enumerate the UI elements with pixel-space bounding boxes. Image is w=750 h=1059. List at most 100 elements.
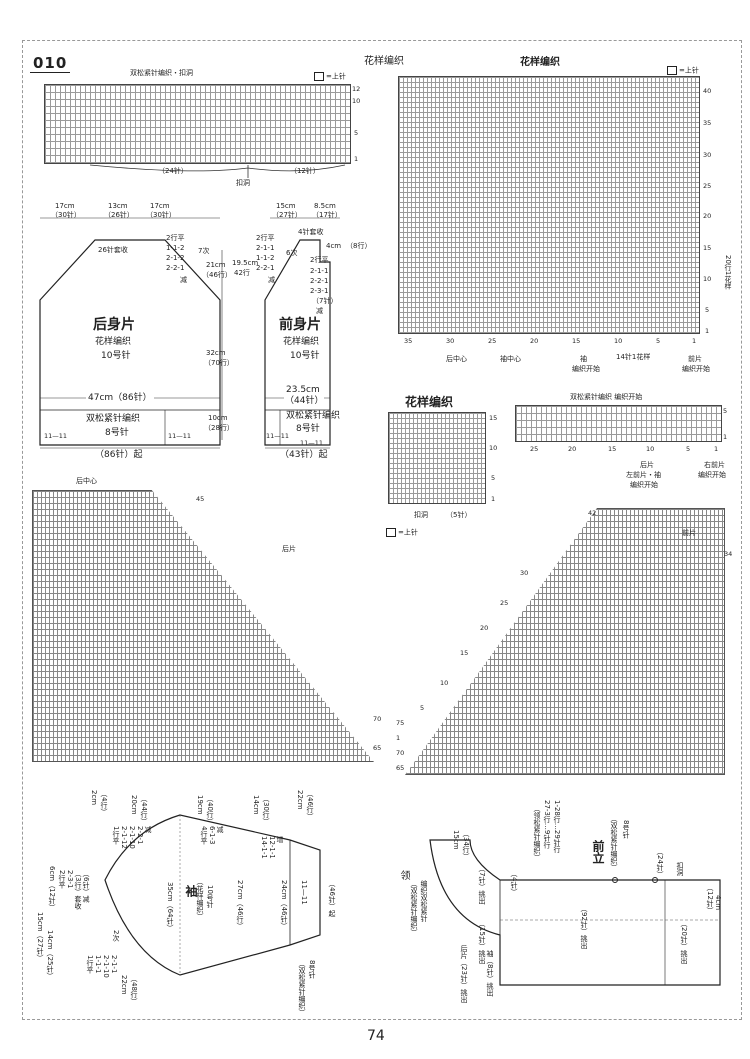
back-armhole2-cm: 19.5cm: [232, 259, 259, 267]
sleeve-rows-left-4: 2-2-1: [136, 826, 144, 845]
main-chart-col-25: 25: [488, 337, 497, 345]
rib-chart-col-1: 1: [714, 445, 719, 453]
back-triangle-row-45: 45: [196, 495, 205, 503]
main-chart-col-10: 10: [614, 337, 623, 345]
collar-note: 编织双松紧针: [420, 880, 428, 922]
main-chart-col-1: 1: [692, 337, 697, 345]
front-triangle-row-34: 34: [724, 550, 733, 558]
front-band-label: 前立: [591, 840, 605, 864]
main-pattern-chart-grid: [398, 76, 700, 334]
front-width-st: （44针）: [284, 396, 325, 406]
back-rib: 双松紧针编织: [86, 414, 141, 424]
back-triangle-row-65: 65: [373, 744, 382, 752]
sleeve-width2: 14cm（25针）: [46, 930, 54, 980]
sleeve-cap-5: （6针）减: [82, 870, 90, 903]
collar-pickup-1: （7针）挑出: [478, 865, 486, 905]
main-chart-row-25: 25: [703, 182, 712, 190]
front-band-dim-12: （12针）: [706, 884, 714, 914]
back-dec-word: 减: [180, 276, 187, 284]
main-chart-label-back-center: 后中心: [446, 355, 467, 363]
front-band-needle: 8号针: [622, 820, 630, 839]
sleeve-dim-19: 19cm: [196, 795, 204, 815]
sleeve-cuff: 24cm（46针）: [280, 880, 288, 930]
back-body-rows: （70行）: [204, 359, 234, 367]
sleeve-dim-20-rows: （44行）: [140, 795, 148, 825]
sleeve-cap-2: 2行平: [58, 870, 66, 889]
sleeve-cap-row-2: 1-1-1: [94, 955, 102, 974]
small-chart-row-10: 10: [489, 444, 498, 452]
sleeve-rows-left-3: 2-1-10: [128, 826, 136, 849]
pattern-number: 010: [33, 54, 68, 72]
back-rib-mark-right: 11—11: [168, 432, 192, 440]
rib-chart-row-5: 5: [723, 407, 728, 415]
main-chart-row-20: 20: [703, 212, 712, 220]
purl-symbol-icon: [667, 66, 677, 75]
back-triangle-title: 后中心: [76, 477, 97, 485]
front-pattern: 花样编织: [283, 337, 320, 347]
sleeve-bottom-dim: 22cm: [120, 975, 128, 995]
back-rib-needle: 8号针: [105, 428, 129, 438]
collar-rib: （双松紧针编织）: [410, 880, 418, 936]
front-neck-1: 2行平: [310, 256, 329, 264]
sleeve-dim-14: 14cm: [252, 795, 260, 815]
pattern-chart-heading: 花样编织: [364, 56, 404, 67]
sleeve-rows-right-2: 12-1-1: [268, 836, 276, 859]
sleeve-cuff-co: （46针）起: [328, 880, 336, 917]
main-chart-title: 花样编织: [520, 57, 560, 68]
rib-chart-col-20: 20: [568, 445, 577, 453]
small-chart-legend: =上针: [386, 528, 418, 537]
top-chart-title: 双松紧针编织・扣洞: [130, 69, 193, 77]
sleeve-rows-right-3: 增: [276, 836, 284, 843]
front-top-left-st: （27针）: [272, 211, 302, 219]
main-chart-row-30: 30: [703, 151, 712, 159]
front-band-st: （92针）挑出: [580, 905, 588, 949]
sleeve-dim-19-rows: （40行）: [206, 795, 214, 825]
sleeve-dim-20: 20cm: [130, 795, 138, 815]
sleeve-cap-4: （3行）套收: [74, 870, 82, 910]
small-chart-span: （5针）: [446, 511, 472, 519]
collar-height: 15cm: [452, 830, 460, 850]
rib-chart-label-back: 后片: [640, 461, 654, 469]
top-chart-row-5: 5: [354, 129, 359, 137]
front-top-left-cm: 15cm: [276, 202, 296, 210]
page-number: 74: [367, 1028, 385, 1044]
main-chart-col-35: 35: [404, 337, 413, 345]
sleeve-cuff-mark: 11—11: [300, 880, 308, 905]
main-chart-legend: =上针: [667, 66, 699, 75]
front-band-st2: （20针）挑出: [680, 920, 688, 964]
front-neck-cm: 4cm: [326, 242, 342, 250]
collar-rows-3: 1-28行…29针行: [553, 800, 561, 853]
back-armhole2-rows: 42行: [234, 269, 250, 277]
front-raglan-1: 2行平: [256, 234, 275, 242]
top-chart-row-10: 10: [352, 97, 361, 105]
back-triangle-label: 后片: [282, 545, 296, 553]
sleeve-side: 35cm（64针）: [166, 882, 174, 932]
front-triangle-row-15: 15: [460, 649, 469, 657]
collar-sleeve-pickup: 袖（8针）挑出: [486, 950, 494, 997]
sleeve-cap-bottom: 2次: [112, 930, 120, 942]
top-chart-row-1: 1: [354, 155, 359, 163]
sleeve-cap-row-3: 2-1-10: [102, 955, 110, 978]
front-triangle-row-75: 75: [396, 719, 405, 727]
main-chart-label-front-start: 编织开始: [682, 365, 710, 373]
front-raglan-count: 6次: [286, 249, 298, 257]
sleeve-rows-left-5: 减: [144, 826, 152, 833]
back-pattern: 花样编织: [95, 337, 132, 347]
rib-chart-grid: [515, 405, 722, 442]
main-chart-row-35: 35: [703, 119, 712, 127]
back-armhole-rows: （46行）: [202, 271, 232, 279]
front-rib-mark-left: 11—11: [266, 432, 290, 440]
collar-pickup-2: （4针）: [510, 870, 518, 896]
back-top-right-cm: 17cm: [150, 202, 170, 210]
back-needle: 10号针: [101, 351, 131, 361]
front-raglan-3: 1-1-2: [256, 254, 275, 262]
front-needle: 10号针: [290, 351, 320, 361]
collar-pickup-3: （15针）挑出: [478, 920, 486, 964]
front-band-dim-24: （24针）: [656, 848, 664, 878]
sleeve-rows-mid-2: 6-1-3: [208, 826, 216, 845]
back-body-len: 32cm: [206, 349, 226, 357]
sleeve-rows-mid: 4行平: [200, 826, 208, 845]
front-triangle-row-30: 30: [520, 569, 529, 577]
